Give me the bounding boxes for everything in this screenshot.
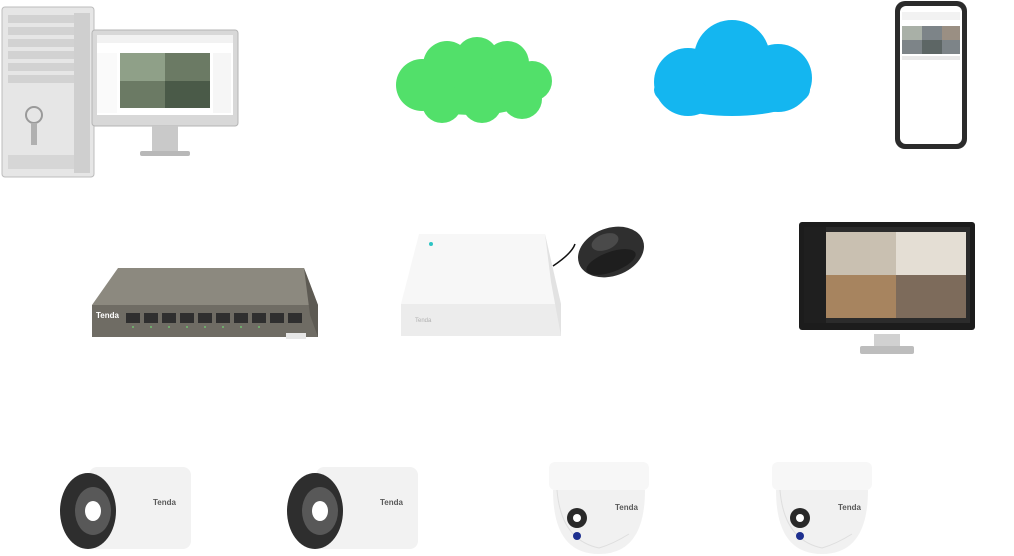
bullet-camera-icon: Tenda [60,467,191,549]
poe-switch-icon: Tenda [92,268,318,339]
svg-text:Tenda: Tenda [380,498,404,507]
nvr-icon: Tenda [401,234,561,336]
monitor-icon [799,222,975,354]
mouse-icon [552,226,644,278]
svg-text:Tenda: Tenda [153,498,177,507]
bullet-camera-icon: Tenda [287,467,418,549]
svg-text:Tenda: Tenda [615,503,639,512]
switch-brand-logo: Tenda [96,311,120,320]
smartphone-icon [895,1,967,149]
cloud-green-icon [396,37,552,123]
svg-text:Tenda: Tenda [838,503,862,512]
svg-text:Tenda: Tenda [415,318,432,324]
dome-camera-icon: Tenda [772,462,872,554]
dome-camera-icon: Tenda [549,462,649,554]
cloud-blue-icon [654,20,812,116]
desktop-pc-icon [1,6,239,178]
